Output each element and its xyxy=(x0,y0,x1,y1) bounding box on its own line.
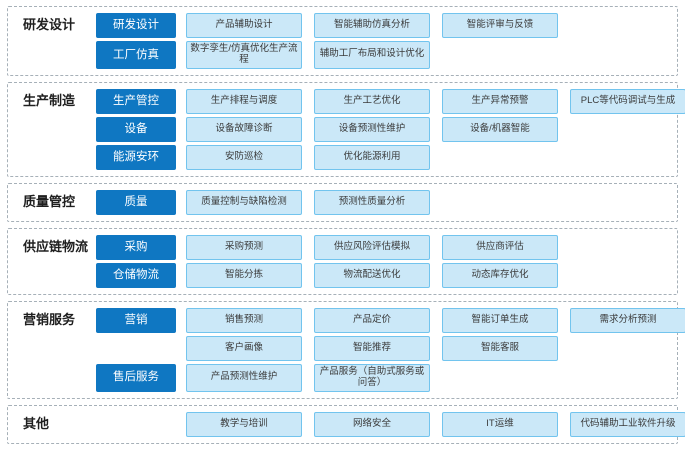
capability-row: 生产制造 生产管控生产排程与调度生产工艺优化生产异常预警 PLC等代码调试与生成 xyxy=(8,88,685,114)
capability-box: 优化能源利用 xyxy=(314,144,430,170)
capability-row: 售后服务产品预测性维护产品服务（自助式服务或问答） xyxy=(8,363,671,392)
section-6: 其他 教学与培训网络安全 IT运维代码辅助工业软件升级 xyxy=(7,404,685,444)
capability-row: 营销服务 营销销售预测产品定价智能订单生成需求分析预测 xyxy=(8,307,685,333)
section-label: 营销服务 xyxy=(23,312,76,328)
capability-box: 智能客服 xyxy=(442,335,558,361)
industrial-ai-capability-map: 研发设计研发设计产品辅助设计智能辅助仿真分析智能评审与反馈工厂仿真数字孪生/仿真… xyxy=(7,6,685,444)
subcategory-button: 研发设计 xyxy=(96,13,176,38)
capability-row: 仓储物流智能分拣物流配送优化动态库存优化 xyxy=(8,262,671,288)
section-label xyxy=(8,145,96,170)
section-label xyxy=(8,364,96,392)
subcategory-button: 质量 xyxy=(96,189,176,215)
capability-box: PLC等代码调试与生成 xyxy=(570,88,685,114)
capability-box: 产品定价 xyxy=(314,307,430,333)
capability-box: 客户画像 xyxy=(186,335,302,361)
capability-box: 需求分析预测 xyxy=(570,307,685,333)
capability-box: 设备故障诊断 xyxy=(186,116,302,142)
capability-box: 预测性质量分析 xyxy=(314,189,430,215)
section-label: 质量管控 xyxy=(23,194,76,210)
capability-row: 能源安环安防巡检优化能源利用 xyxy=(8,144,671,170)
capability-box: 物流配送优化 xyxy=(314,262,430,288)
capability-row: 质量管控 质量质量控制与缺陷检测预测性质量分析 xyxy=(8,189,671,215)
capability-box: 销售预测 xyxy=(186,307,302,333)
capability-box: 辅助工厂布局和设计优化 xyxy=(314,41,430,69)
subcategory-spacer xyxy=(96,336,176,361)
section-label: 其他 xyxy=(23,416,50,432)
capability-box: 教学与培训 xyxy=(186,411,302,437)
capability-row: 客户画像智能推荐智能客服 xyxy=(8,335,671,361)
capability-row: 研发设计研发设计产品辅助设计智能辅助仿真分析智能评审与反馈 xyxy=(8,13,671,38)
section-label xyxy=(8,263,96,288)
section-label xyxy=(8,117,96,142)
capability-box: 产品辅助设计 xyxy=(186,13,302,38)
capability-box: 智能分拣 xyxy=(186,262,302,288)
capability-box: 生产异常预警 xyxy=(442,88,558,114)
section-label: 生产制造 xyxy=(23,93,76,109)
capability-box: 智能辅助仿真分析 xyxy=(314,13,430,38)
subcategory-button: 设备 xyxy=(96,116,176,142)
capability-row: 工厂仿真数字孪生/仿真优化生产流程辅助工厂布局和设计优化 xyxy=(8,41,671,69)
capability-box: 智能评审与反馈 xyxy=(442,13,558,38)
subcategory-button: 能源安环 xyxy=(96,144,176,170)
capability-box: IT运维 xyxy=(442,411,558,437)
capability-row: 其他 教学与培训网络安全 IT运维代码辅助工业软件升级 xyxy=(8,411,685,437)
section-label xyxy=(8,41,96,69)
capability-box: 智能订单生成 xyxy=(442,307,558,333)
subcategory-button: 生产管控 xyxy=(96,88,176,114)
capability-box: 动态库存优化 xyxy=(442,262,558,288)
subcategory-spacer xyxy=(96,412,176,437)
section-label xyxy=(8,336,96,361)
subcategory-button: 营销 xyxy=(96,307,176,333)
section-5: 营销服务营销销售预测产品定价智能订单生成需求分析预测客户画像智能推荐智能客服售后… xyxy=(7,300,685,399)
capability-box: 数字孪生/仿真优化生产流程 xyxy=(186,41,302,69)
capability-box: 供应商评估 xyxy=(442,234,558,260)
capability-box: 供应风险评估模拟 xyxy=(314,234,430,260)
capability-row: 供应链物流采购采购预测供应风险评估模拟供应商评估 xyxy=(8,234,671,260)
capability-box: 智能推荐 xyxy=(314,335,430,361)
section-label: 供应链物流 xyxy=(23,239,89,255)
capability-box: 设备预测性维护 xyxy=(314,116,430,142)
capability-box: 采购预测 xyxy=(186,234,302,260)
capability-box: 生产排程与调度 xyxy=(186,88,302,114)
capability-box: 生产工艺优化 xyxy=(314,88,430,114)
capability-box: 网络安全 xyxy=(314,411,430,437)
capability-box: 质量控制与缺陷检测 xyxy=(186,189,302,215)
subcategory-button: 仓储物流 xyxy=(96,262,176,288)
section-3: 质量管控 质量质量控制与缺陷检测预测性质量分析 xyxy=(7,182,678,222)
capability-box: 代码辅助工业软件升级 xyxy=(570,411,685,437)
capability-box: 安防巡检 xyxy=(186,144,302,170)
capability-box: 产品服务（自助式服务或问答） xyxy=(314,363,430,392)
capability-row: 设备设备故障诊断设备预测性维护设备/机器智能 xyxy=(8,116,671,142)
capability-box: 产品预测性维护 xyxy=(186,363,302,392)
subcategory-button: 采购 xyxy=(96,234,176,260)
section-1: 研发设计研发设计产品辅助设计智能辅助仿真分析智能评审与反馈工厂仿真数字孪生/仿真… xyxy=(7,6,678,76)
subcategory-button: 售后服务 xyxy=(96,363,176,392)
section-label: 研发设计 xyxy=(23,17,76,33)
section-4: 供应链物流采购采购预测供应风险评估模拟供应商评估仓储物流智能分拣物流配送优化动态… xyxy=(7,227,678,295)
subcategory-button: 工厂仿真 xyxy=(96,41,176,69)
capability-box: 设备/机器智能 xyxy=(442,116,558,142)
